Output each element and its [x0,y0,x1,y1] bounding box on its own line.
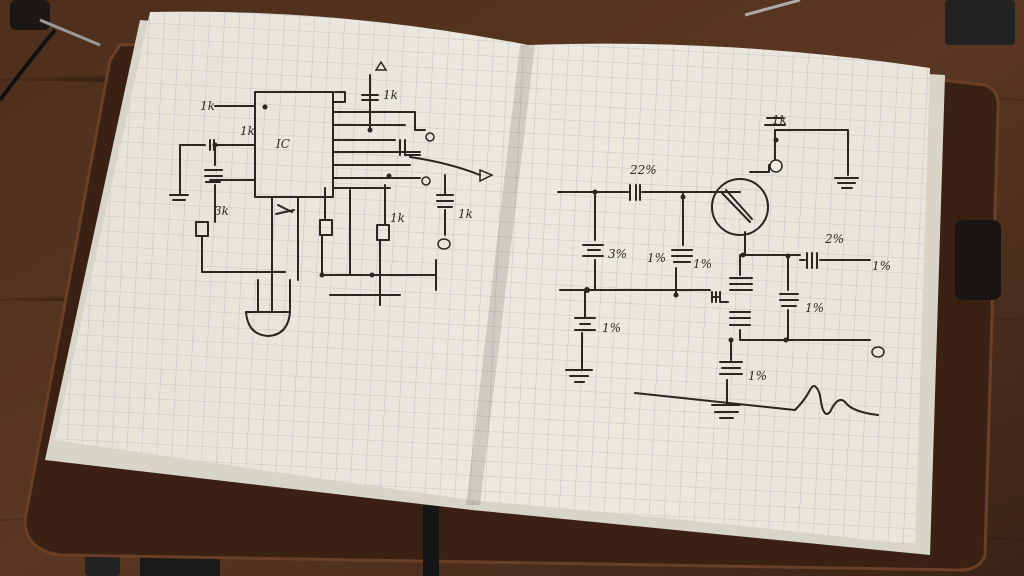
circuit-label: 3k [214,204,229,218]
circuit-label: 1k [458,207,473,221]
circuit-label: 1k [383,88,398,102]
circuit-label: 1k [200,99,215,113]
circuit-label: 22% [629,163,657,177]
transistor-symbol [711,178,769,236]
circuit-label: 1k [772,113,787,127]
left-circuit-sketch: IC 1k 3k 1k 1k 1k 1k [169,60,494,337]
right-circuit-sketch: 22% 1k 3% 1% 1% 1% 2% 1% 1% 1% [557,113,891,419]
arrow-symbol [479,168,494,183]
elastic-strap [955,220,1001,300]
circuit-label: 1% [805,301,824,315]
circuit-label: 2% [824,232,844,246]
circuit-label: 3% [608,247,627,261]
circuit-label: 1% [748,369,767,383]
circuit-label: 1k [390,211,405,225]
circuit-label: 1% [602,321,621,335]
bookmark-ribbon [423,505,439,576]
circuit-label: 1% [872,259,891,273]
ic-label: IC [275,137,290,151]
page-gutter [466,45,535,505]
circuit-label: 1k [240,124,255,138]
circuit-label: 1% [693,257,712,271]
circuit-label: 1% [647,251,666,265]
